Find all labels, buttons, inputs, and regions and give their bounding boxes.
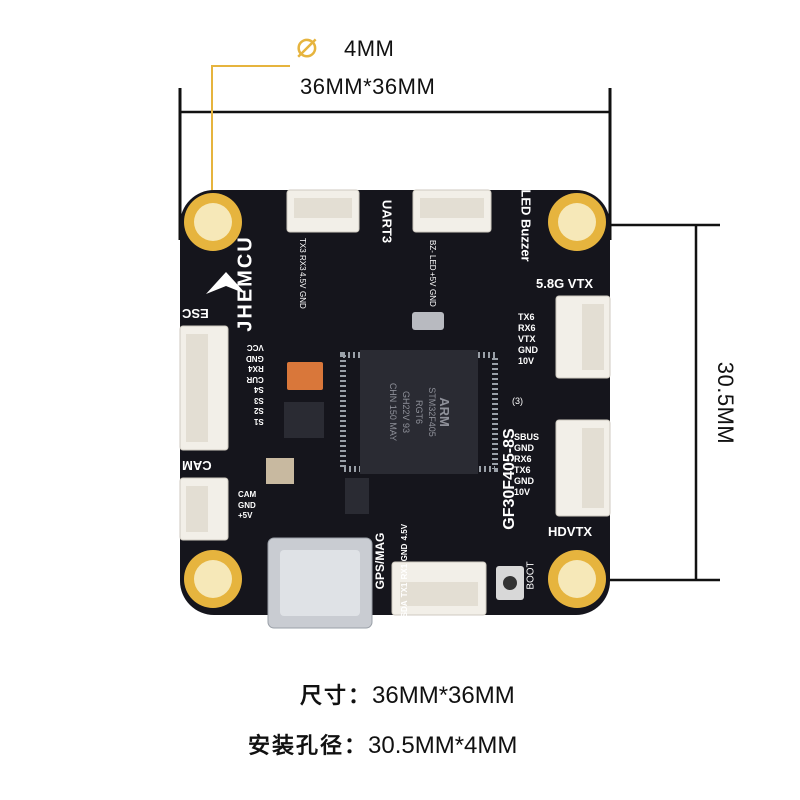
hole-diameter-symbol: ⌀ [296, 25, 318, 66]
mount-hole-bottom-right [548, 550, 606, 608]
hole-leader-line [211, 65, 290, 210]
pin-label: RX4 [248, 364, 264, 374]
pin-label: CUR [246, 375, 264, 384]
usb-c-port [267, 537, 373, 629]
chip-marking-line: RGT6 [414, 399, 425, 424]
pin-label: GND [514, 443, 534, 453]
esc-pin-list: S1 S2 S3 S4 CUR RX4 GND VCC [246, 342, 264, 427]
pin-label: +5V [428, 272, 437, 287]
pin-label: GND [514, 476, 534, 486]
chip-marking-line: ARM [437, 397, 453, 427]
chip-marking-line: STM32F405 [427, 387, 438, 437]
spec-mount-label: 安装孔径： [248, 734, 369, 759]
connector-cam [179, 477, 229, 541]
board-size-label: 36MM*36MM [300, 74, 436, 99]
pin-label: GND [238, 500, 256, 510]
spec-size-value: 36MM*36MM [372, 682, 515, 709]
pin-label: SDA [400, 600, 409, 618]
vtx-port-label: 5.8G VTX [536, 276, 594, 291]
connector-hdvtx [555, 419, 611, 517]
pin-label: TX6 [518, 312, 535, 322]
spec-mount: 安装孔径：30.5MM*4MM [248, 728, 517, 760]
brand-label: JHEMCU [234, 235, 257, 332]
mount-hole-top-left [184, 193, 242, 251]
model-rev-label: (3) [512, 396, 523, 406]
pin-label: CAM [238, 490, 257, 499]
uart3-pin-list: TX3 RX3 4.5V GND [298, 238, 307, 308]
pin-label: S3 [253, 396, 264, 405]
pin-label: SCL [400, 620, 409, 637]
chip-marking: ARM STM32F405 RGT6 GH22V 93 CHN 150 MAY [357, 353, 481, 471]
brand-logo-icon [206, 272, 246, 294]
pin-label: GND [518, 345, 538, 355]
gps-pin-list: SCL SDA TX1 RX1 GND 4.5V [400, 524, 409, 636]
pin-label: 4.5V [298, 272, 307, 289]
hdvtx-port-label: HDVTX [548, 524, 593, 539]
pin-label: GND [400, 543, 409, 562]
led-buzzer-port-label: LED Buzzer [518, 189, 534, 262]
pin-label: S2 [253, 406, 264, 416]
pin-label: 4.5V [400, 524, 409, 541]
gyro-chip [284, 402, 324, 438]
vtx-pin-list: TX6 RX6 VTX GND 10V [518, 312, 538, 367]
pin-label: VCC [246, 343, 264, 353]
pin-label: SBUS [514, 432, 540, 442]
boot-label: BOOT [525, 561, 537, 590]
pin-label: RX6 [514, 454, 532, 464]
pin-label: S1 [253, 417, 264, 426]
pin-label: GND [246, 354, 264, 363]
pin-label: BZ- [428, 240, 437, 253]
cam-pin-list: CAM GND +5V [238, 490, 256, 522]
crystal [412, 312, 444, 330]
connector-vtx [555, 295, 611, 379]
hdvtx-pin-list: SBUS GND RX6 TX6 GND 10V [514, 432, 539, 498]
pin-label: 10V [518, 356, 535, 366]
connector-esc [179, 325, 229, 451]
width-dimension-line [178, 88, 612, 240]
orange-capacitor [287, 362, 323, 390]
mcu-chip [340, 350, 498, 474]
pin-label: TX3 [298, 238, 307, 253]
tan-component [266, 458, 294, 484]
chip-marking-line: GH22V 93 [401, 390, 412, 434]
ic-small [345, 478, 369, 514]
pin-label: TX6 [514, 465, 531, 475]
spec-size: 尺寸：36MM*36MM [300, 678, 515, 710]
pin-label: VTX [518, 334, 536, 344]
gps-port-label: GPS/MAG [373, 532, 387, 590]
pin-label: S4 [253, 385, 264, 395]
connector-uart3 [286, 189, 360, 233]
pin-label: TX1 [400, 582, 409, 598]
esc-port-label: ESC [182, 306, 209, 321]
pin-label: RX6 [518, 323, 536, 333]
pin-label: 10V [514, 487, 531, 497]
connector-gps [391, 561, 487, 616]
cam-port-label: CAM [182, 458, 212, 473]
pin-label: RX3 [298, 254, 307, 271]
pin-label: +5V [238, 511, 253, 520]
pin-label: GND [298, 290, 307, 309]
uart3-port-label: UART3 [379, 199, 395, 244]
mount-hole-bottom-left [184, 550, 242, 608]
pin-label: LED [428, 254, 437, 271]
height-dimension-line [596, 223, 720, 582]
chip-marking-line: CHN 150 MAY [388, 382, 399, 442]
pin-label: GND [428, 288, 437, 307]
spec-size-label: 尺寸： [300, 684, 373, 709]
buzzer-pin-list: BZ- LED +5V GND [428, 240, 437, 307]
mount-hole-top-right [548, 193, 606, 251]
pin-label: RX1 [400, 564, 409, 580]
hole-diameter-label: 4MM [344, 36, 395, 61]
connector-led-buzzer [412, 189, 492, 233]
spec-mount-value: 30.5MM*4MM [368, 732, 518, 759]
boot-button [496, 566, 524, 600]
